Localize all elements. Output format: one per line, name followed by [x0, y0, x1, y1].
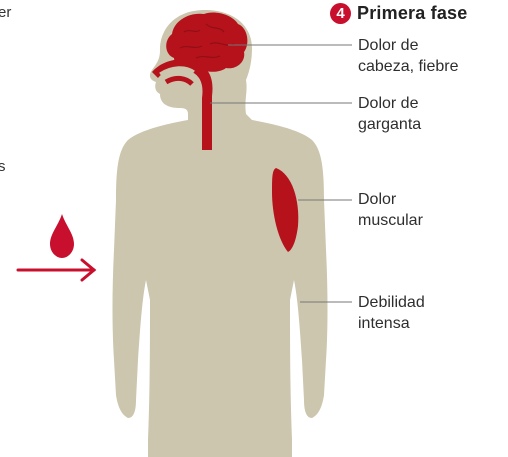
- label-muscle-pain: Dolor muscular: [358, 189, 423, 231]
- label-sore-throat: Dolor de garganta: [358, 93, 421, 135]
- phase-header: 4 Primera fase: [330, 3, 467, 24]
- arrow-right-icon: [18, 260, 94, 280]
- step-number-badge: 4: [330, 3, 351, 24]
- blood-drop-icon: [50, 214, 74, 258]
- label-intense-weakness: Debilidad intensa: [358, 292, 425, 334]
- phase-title: Primera fase: [357, 3, 467, 24]
- cropped-text-fragment-1: er: [0, 4, 11, 21]
- label-headache-fever: Dolor de cabeza, fiebre: [358, 35, 459, 77]
- cropped-text-fragment-2: s: [0, 158, 6, 175]
